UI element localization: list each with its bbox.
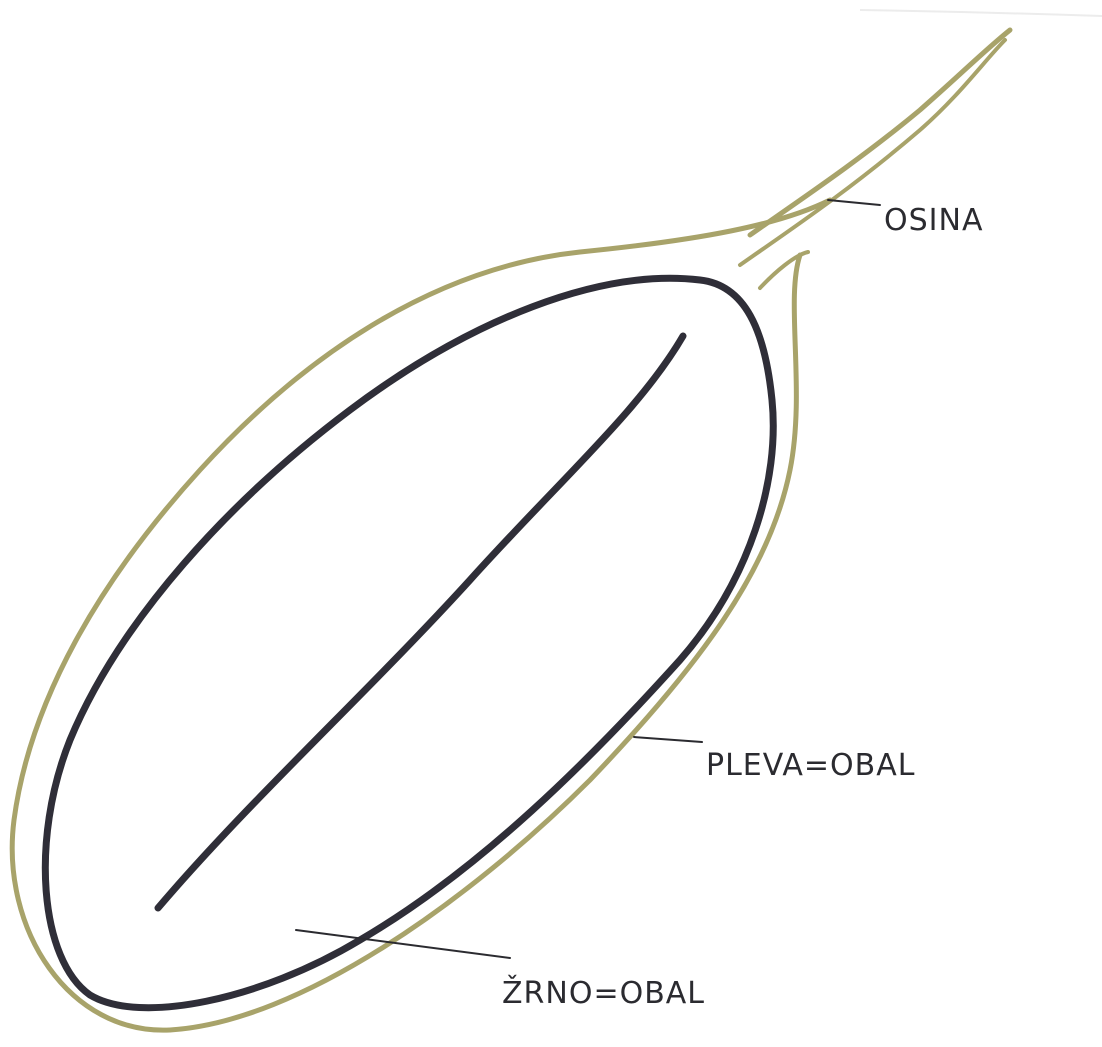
husk-label: PLEVA=OBAL [706,748,915,783]
grain-label: ŽRNO=OBAL [502,975,705,1011]
paper-edge [860,10,1102,16]
husk-leader-line [634,737,702,742]
husk-outline [12,200,830,1030]
awn-label: OSINA [884,203,983,238]
grain-furrow [158,336,683,908]
awn-leader-line [828,200,880,205]
